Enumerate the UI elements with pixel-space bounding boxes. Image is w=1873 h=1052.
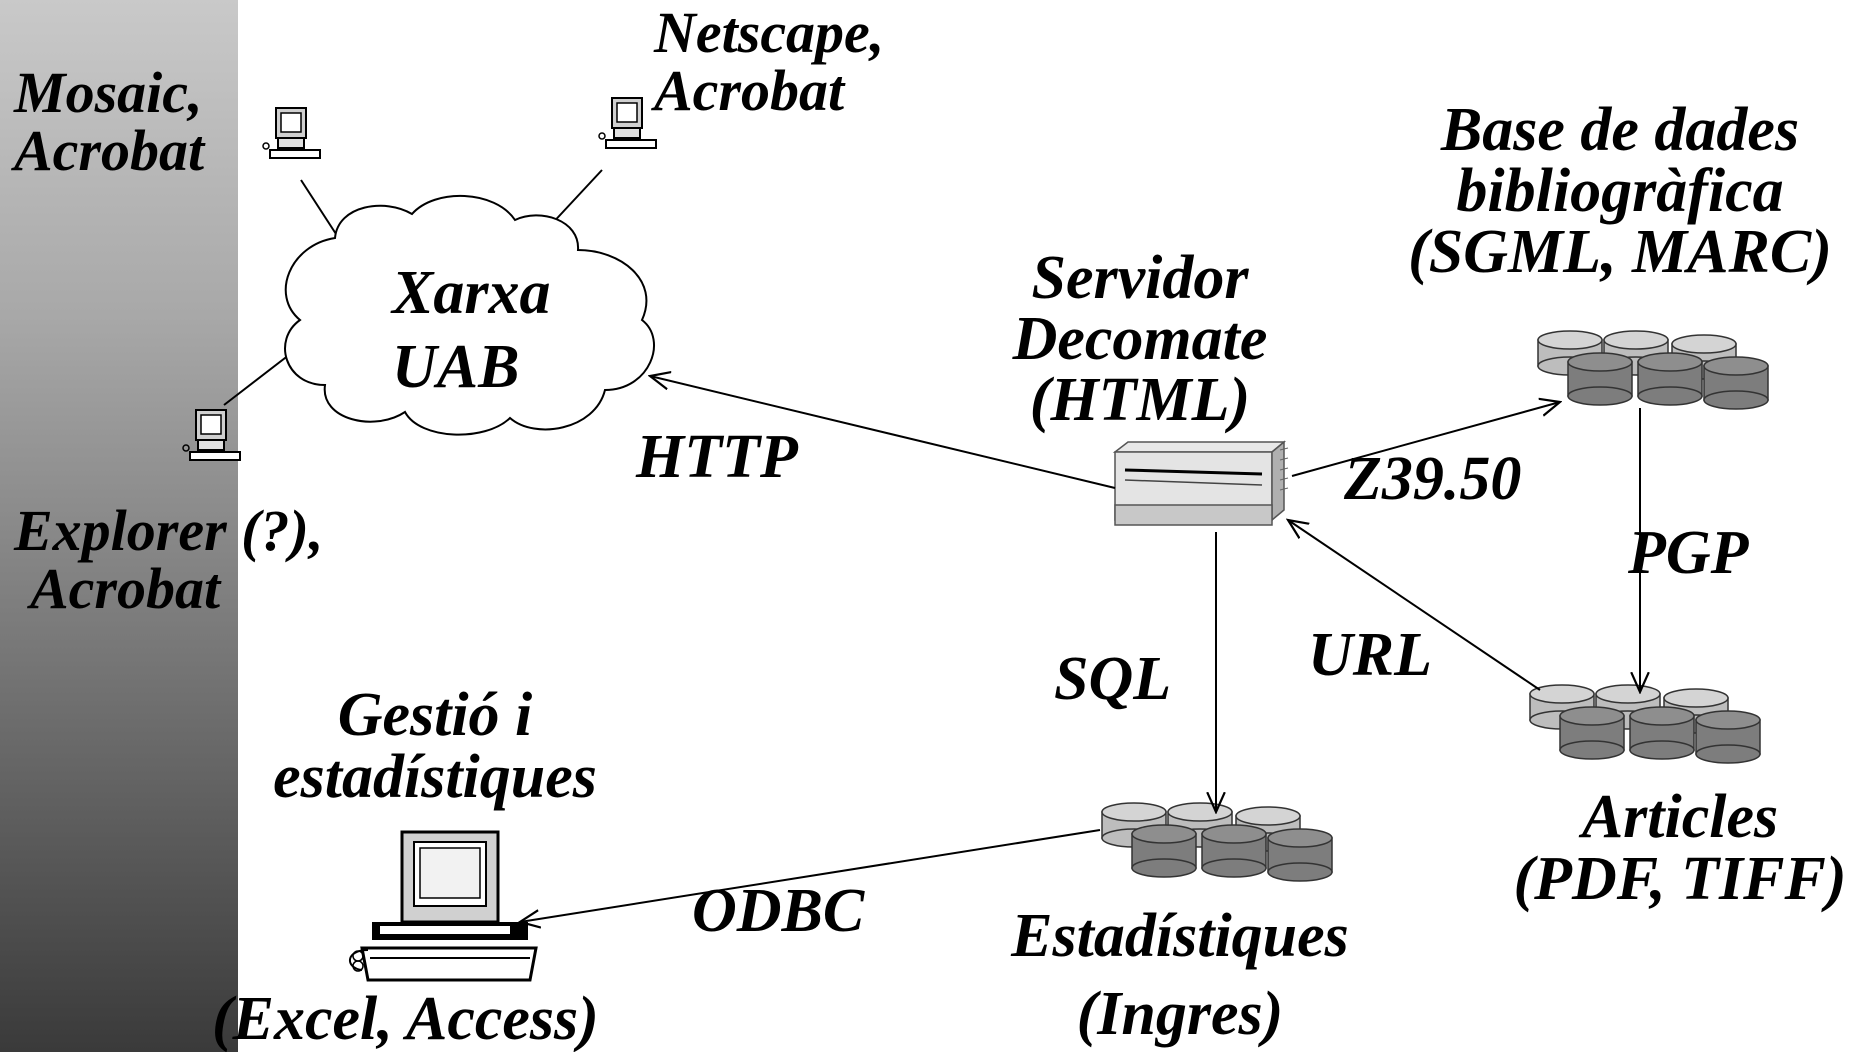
network-line-1: Xarxa <box>392 259 551 327</box>
management-line-3: (Excel, Access) <box>212 985 599 1052</box>
bib-db-label: Base de dades bibliogràfica (SGML, MARC) <box>1395 96 1845 286</box>
client-mosaic-label: Mosaic, Acrobat <box>14 64 204 180</box>
bib-db-line-1: Base de dades <box>1440 96 1800 164</box>
edge-label-http: HTTP <box>636 423 798 491</box>
articles-db-line-2: (PDF, TIFF) <box>1513 845 1847 913</box>
edge-label-pgp: PGP <box>1628 519 1749 587</box>
client-netscape-label: Netscape, Acrobat <box>654 4 884 120</box>
client-mosaic-line-1: Mosaic, <box>14 60 203 125</box>
server-label: Servidor Decomate (HTML) <box>980 244 1300 434</box>
arrow-odbc <box>520 829 1101 922</box>
database-cluster-icon <box>1102 803 1332 881</box>
articles-db-line-1: Articles <box>1581 783 1779 851</box>
network-line-2: UAB <box>392 333 520 402</box>
server-line-3: (HTML) <box>1029 365 1251 434</box>
edge-label-sql: SQL <box>1054 645 1172 713</box>
arrow-url <box>1288 520 1541 691</box>
client-explorer-label: Explorer (?), Acrobat <box>14 502 323 618</box>
server-line-2: Decomate <box>1012 304 1268 373</box>
desktop-computer-icon <box>598 97 657 149</box>
client-explorer-line-1: Explorer (?), <box>14 498 324 563</box>
client-mosaic-line-2: Acrobat <box>14 118 205 183</box>
management-label: Gestió i estadístiques <box>230 684 640 808</box>
network-label: Xarxa UAB <box>392 256 550 405</box>
cloud-icon <box>284 195 655 436</box>
stats-db-line-2: (Ingres) <box>1076 979 1284 1048</box>
desktop-computer-icon <box>182 409 241 461</box>
arrow-z3950 <box>1291 402 1560 477</box>
client-explorer-line-2: Acrobat <box>30 556 221 621</box>
management-line-2: estadístiques <box>273 743 597 811</box>
edge-label-url: URL <box>1308 621 1432 689</box>
desktop-computer-icon <box>262 107 321 159</box>
client-netscape-line-1: Netscape, <box>654 0 885 65</box>
desktop-computer-icon <box>349 830 538 982</box>
bib-db-line-2: bibliogràfica <box>1456 156 1784 225</box>
bib-db-line-3: (SGML, MARC) <box>1408 217 1832 286</box>
database-cluster-icon <box>1538 331 1768 409</box>
management-line-1: Gestió i <box>337 681 533 749</box>
stats-db-line-1: Estadístiques <box>1011 902 1349 970</box>
stats-db-label: Estadístiques (Ingres) <box>990 898 1370 1052</box>
arrow-http <box>650 376 1116 489</box>
client-netscape-line-2: Acrobat <box>654 58 845 123</box>
server-line-1: Servidor <box>1031 244 1249 312</box>
database-cluster-icon <box>1530 685 1760 763</box>
edge-label-odbc: ODBC <box>692 877 865 945</box>
server-box-icon <box>1112 440 1289 526</box>
side-gradient-band <box>0 0 238 1052</box>
edge-label-z3950: Z39.50 <box>1344 445 1522 513</box>
articles-db-label: Articles (PDF, TIFF) <box>1490 786 1870 910</box>
link-mosaic-cloud <box>300 179 337 235</box>
